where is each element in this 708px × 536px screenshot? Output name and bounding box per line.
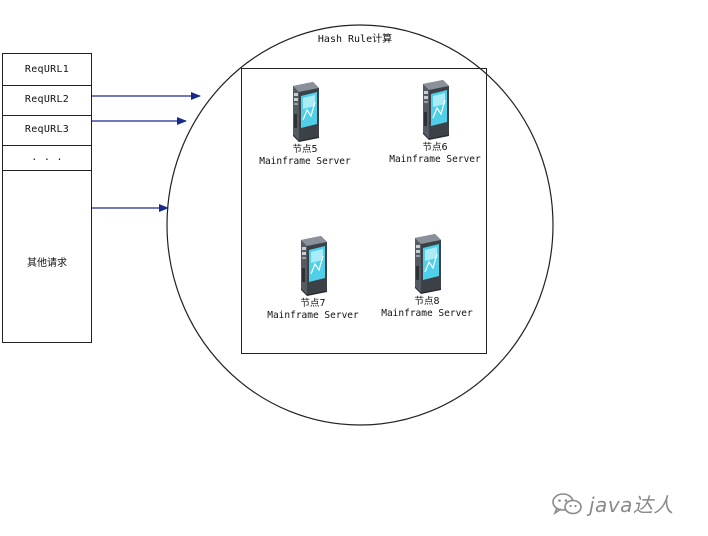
- node-name: 节点5: [292, 144, 318, 155]
- request-item-label: ReqURL2: [24, 94, 70, 105]
- server-node-7: 节点7 Mainframe Server: [258, 234, 368, 322]
- watermark-text: java达人: [589, 493, 674, 517]
- server-icon: [293, 82, 319, 142]
- hash-rule-ellipse: [166, 24, 554, 426]
- hash-rule-title: Hash Rule计算: [317, 34, 393, 45]
- request-other-label: 其他请求: [27, 258, 67, 269]
- server-icon: [423, 80, 449, 140]
- request-item-label: ReqURL3: [24, 124, 70, 135]
- node-type: Mainframe Server: [389, 154, 481, 165]
- node-name: 节点7: [300, 298, 326, 309]
- watermark: java达人: [551, 489, 674, 518]
- server-node-8: 节点8 Mainframe Server: [372, 232, 482, 320]
- request-item-label: . . .: [31, 151, 63, 163]
- node-name: 节点8: [414, 296, 440, 307]
- request-list: ReqURL1 ReqURL2 ReqURL3 . . . 其他请求: [2, 53, 92, 343]
- node-type: Mainframe Server: [267, 310, 359, 321]
- request-item-ellipsis: . . .: [3, 144, 91, 171]
- node-type: Mainframe Server: [259, 156, 351, 167]
- request-item-requrl3: ReqURL3: [3, 114, 91, 146]
- server-node-5: 节点5 Mainframe Server: [250, 80, 360, 168]
- request-item-label: ReqURL1: [24, 64, 70, 75]
- server-node-6: 节点6 Mainframe Server: [380, 78, 490, 166]
- wechat-icon: [552, 492, 582, 515]
- node-name: 节点6: [422, 142, 448, 153]
- server-icon: [301, 236, 327, 296]
- server-cluster-box: [241, 68, 487, 354]
- server-icon: [415, 234, 441, 294]
- node-type: Mainframe Server: [381, 308, 473, 319]
- request-item-requrl1: ReqURL1: [3, 54, 91, 86]
- request-item-requrl2: ReqURL2: [3, 84, 91, 116]
